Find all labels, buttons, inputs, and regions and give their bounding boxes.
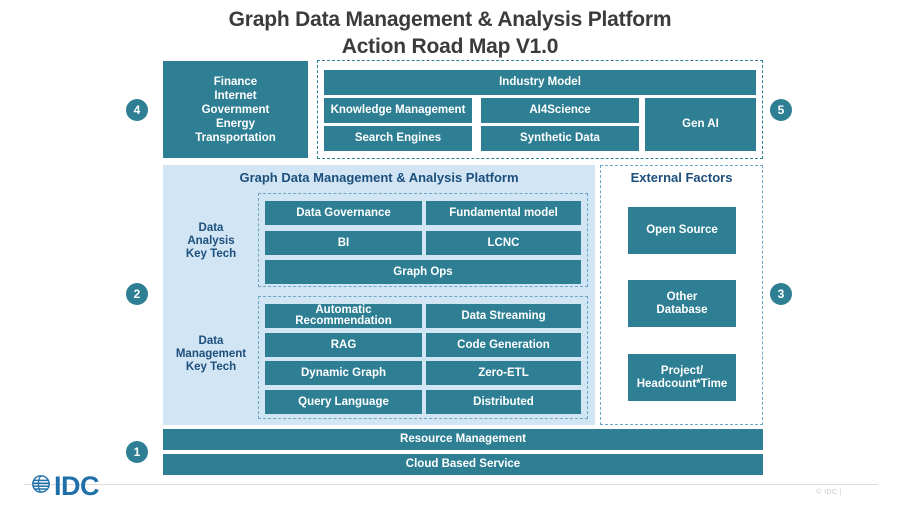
ai4science-box[interactable]: AI4Science [481, 98, 639, 123]
gen-ai-box[interactable]: Gen AI [645, 98, 756, 151]
footer-divider [24, 484, 878, 485]
lcnc-box[interactable]: LCNC [426, 231, 581, 255]
data-analysis-group-border [258, 193, 588, 287]
step-badge-1[interactable]: 1 [126, 441, 148, 463]
data-streaming-box[interactable]: Data Streaming [426, 304, 581, 328]
rag-box[interactable]: RAG [265, 333, 422, 357]
project-headcount-time-box[interactable]: Project/ Headcount*Time [628, 354, 736, 401]
applications-group-border [317, 60, 763, 159]
knowledge-management-box[interactable]: Knowledge Management [324, 98, 472, 123]
external-factors-border [600, 165, 763, 425]
step-badge-3[interactable]: 3 [770, 283, 792, 305]
dynamic-graph-box[interactable]: Dynamic Graph [265, 361, 422, 385]
code-generation-box[interactable]: Code Generation [426, 333, 581, 357]
bi-box[interactable]: BI [265, 231, 422, 255]
resource-management-bar[interactable]: Resource Management [163, 429, 763, 450]
graph-ops-box[interactable]: Graph Ops [265, 260, 581, 284]
idc-logo-text: IDC [54, 471, 100, 501]
open-source-box[interactable]: Open Source [628, 207, 736, 254]
data-management-group-border [258, 296, 588, 419]
search-engines-box[interactable]: Search Engines [324, 126, 472, 151]
globe-icon [30, 473, 52, 500]
fundamental-model-box[interactable]: Fundamental model [426, 201, 581, 225]
step-badge-4[interactable]: 4 [126, 99, 148, 121]
copyright-text: © IDC | [816, 489, 842, 496]
vertical-markets-box: Finance Internet Government Energy Trans… [163, 61, 308, 158]
platform-heading: Graph Data Management & Analysis Platfor… [239, 170, 519, 185]
idc-logo: IDC [30, 471, 100, 501]
page-title-line-1: Graph Data Management & Analysis Platfor… [228, 8, 672, 31]
data-management-label: Data Management Key Tech [175, 335, 247, 373]
step-badge-5[interactable]: 5 [770, 99, 792, 121]
other-database-box[interactable]: Other Database [628, 280, 736, 327]
page-title: Graph Data Management & Analysis Platfor… [0, 6, 900, 60]
data-analysis-label: Data Analysis Key Tech [185, 222, 237, 260]
page-title-line-2: Action Road Map V1.0 [341, 35, 559, 58]
distributed-box[interactable]: Distributed [426, 390, 581, 414]
query-language-box[interactable]: Query Language [265, 390, 422, 414]
step-badge-2[interactable]: 2 [126, 283, 148, 305]
automatic-recommendation-box[interactable]: Automatic Recommendation [265, 304, 422, 328]
zero-etl-box[interactable]: Zero-ETL [426, 361, 581, 385]
external-factors-heading: External Factors [630, 170, 733, 185]
data-governance-box[interactable]: Data Governance [265, 201, 422, 225]
industry-model-box[interactable]: Industry Model [324, 70, 756, 95]
synthetic-data-box[interactable]: Synthetic Data [481, 126, 639, 151]
cloud-based-service-bar[interactable]: Cloud Based Service [163, 454, 763, 475]
